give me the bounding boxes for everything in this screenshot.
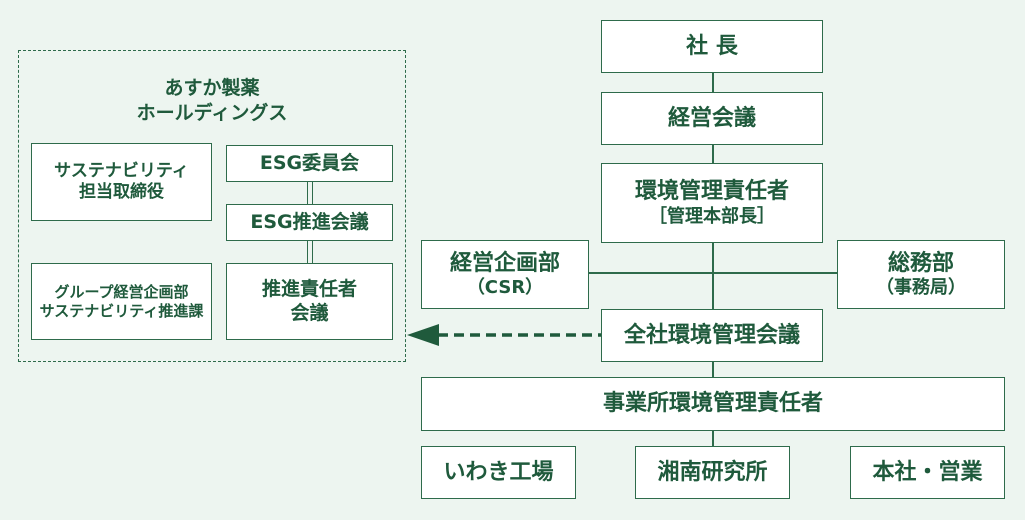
group-planning-line1: グループ経営企画部	[54, 282, 189, 301]
env-manager-box: 環境管理責任者 ［管理本部長］	[601, 163, 823, 243]
trunk-line-3	[712, 243, 714, 309]
env-manager-line2: ［管理本部長］	[649, 205, 775, 227]
sustainability-director-box: サステナビリティ 担当取締役	[31, 143, 212, 221]
esg-promotion-meeting-label: ESG推進会議	[250, 210, 369, 233]
management-meeting-box: 経営会議	[601, 92, 823, 145]
trunk-line-1	[712, 73, 714, 92]
corporate-planning-line1: 経営企画部	[449, 250, 560, 276]
esg-committee-box: ESG委員会	[226, 145, 393, 182]
president-label: 社 長	[686, 33, 738, 59]
president-box: 社 長	[601, 20, 823, 73]
company-env-meeting-label: 全社環境管理会議	[623, 322, 800, 348]
staff-connector-line	[588, 272, 838, 274]
site-head-office-label: 本社・営業	[872, 459, 983, 485]
management-meeting-label: 経営会議	[667, 105, 756, 131]
promotion-officer-meeting-line2: 会議	[290, 301, 329, 324]
report-arrow	[407, 324, 601, 346]
sustainability-director-line1: サステナビリティ	[54, 160, 189, 181]
corporate-planning-line2: （CSR）	[466, 277, 544, 298]
site-env-manager-box: 事業所環境管理責任者	[421, 377, 1005, 431]
holdings-title-line1: あすか製薬	[164, 77, 260, 99]
holdings-title-line2: ホールディングス	[136, 101, 288, 124]
site-shonan-box: 湘南研究所	[635, 446, 790, 499]
esg-promotion-meeting-box: ESG推進会議	[226, 204, 393, 241]
esg-committee-label: ESG委員会	[259, 151, 360, 174]
general-affairs-box: 総務部 （事務局）	[837, 240, 1005, 309]
esg-connector-bottom	[307, 241, 313, 263]
esg-connector-top	[307, 182, 313, 204]
company-env-meeting-box: 全社環境管理会議	[601, 309, 823, 362]
holdings-group-frame	[18, 50, 406, 362]
trunk-line-4	[712, 362, 714, 377]
corporate-planning-box: 経営企画部 （CSR）	[421, 240, 589, 309]
site-env-manager-label: 事業所環境管理責任者	[602, 391, 823, 417]
promotion-officer-meeting-box: 推進責任者 会議	[226, 263, 393, 340]
site-iwaki-box: いわき工場	[421, 446, 576, 499]
general-affairs-line2: （事務局）	[876, 277, 966, 298]
holdings-title: あすか製薬 ホールディングス	[18, 76, 406, 125]
site-shonan-label: 湘南研究所	[657, 459, 768, 485]
general-affairs-line1: 総務部	[887, 250, 954, 276]
group-planning-line2: サステナビリティ推進課	[39, 301, 204, 320]
trunk-line-2	[712, 145, 714, 163]
trunk-line-5	[712, 431, 714, 446]
site-iwaki-label: いわき工場	[443, 459, 554, 485]
sustainability-director-line2: 担当取締役	[79, 182, 164, 202]
promotion-officer-meeting-line1: 推進責任者	[261, 277, 357, 300]
env-manager-line1: 環境管理責任者	[634, 179, 789, 204]
site-head-office-box: 本社・営業	[850, 446, 1005, 499]
group-planning-box: グループ経営企画部 サステナビリティ推進課	[31, 263, 212, 340]
